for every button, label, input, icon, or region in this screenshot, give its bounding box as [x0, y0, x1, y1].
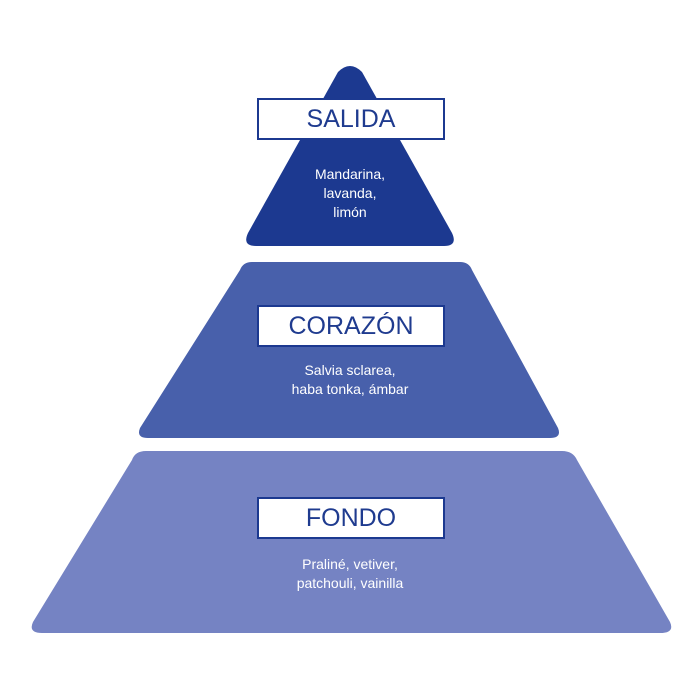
tier-middle-notes: Salvia sclarea, haba tonka, ámbar — [291, 362, 409, 397]
tier-bottom-notes: Praliné, vetiver, patchouli, vainilla — [296, 556, 404, 591]
tier-top-shape — [246, 66, 454, 246]
tier-bottom-shape — [31, 451, 672, 633]
tier-top-title: SALIDA — [257, 98, 445, 140]
tier-middle-title: CORAZÓN — [257, 305, 445, 347]
tier-middle-shape — [139, 262, 559, 438]
tier-bottom-title: FONDO — [257, 497, 445, 539]
tier-top-notes: Mandarina, lavanda, limón — [314, 166, 386, 220]
